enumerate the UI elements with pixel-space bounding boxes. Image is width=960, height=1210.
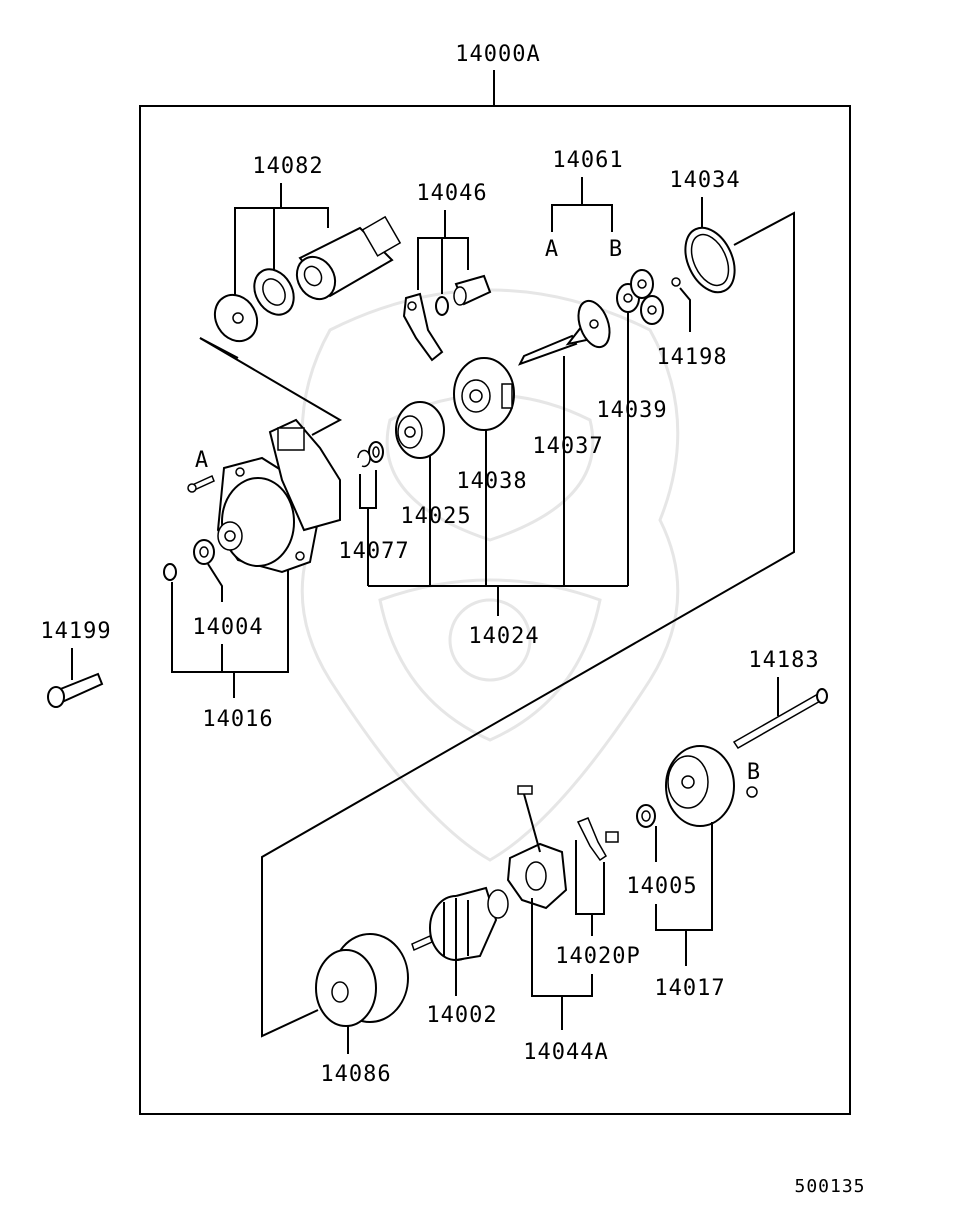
front-bracket-housing: [216, 418, 341, 574]
solenoid-gasket: [253, 268, 295, 316]
label-14037: 14037: [532, 434, 603, 459]
stop-ring-set: [357, 441, 384, 468]
brush-set: [576, 817, 619, 862]
rear-bracket: [665, 745, 735, 827]
armature-group-line: [261, 211, 795, 1038]
solenoid-group-line-b: [199, 337, 343, 436]
solenoid-switch: [295, 215, 402, 301]
armature: [411, 886, 509, 961]
bracket-14017: [655, 822, 713, 931]
solenoid-end-plate: [213, 293, 259, 343]
label-14004: 14004: [192, 615, 263, 640]
figure-code: 500135: [794, 1176, 865, 1197]
lever-holder: [453, 274, 492, 306]
label-14034: 14034: [669, 168, 740, 193]
label-14077: 14077: [338, 539, 409, 564]
overrunning-clutch: [395, 401, 445, 459]
screw-b: [746, 786, 758, 798]
label-14025: 14025: [400, 504, 471, 529]
label-14039: 14039: [596, 398, 667, 423]
bracket-14016: [171, 570, 289, 673]
bracket-14020p: [575, 840, 605, 915]
label-14020p: 14020P: [555, 944, 640, 969]
assembly-frame: [139, 105, 851, 1115]
label-14061-b: B: [609, 237, 623, 262]
steel-ball: [671, 277, 681, 287]
leader-14004: [207, 563, 223, 602]
label-14082: 14082: [252, 154, 323, 179]
label-14199: 14199: [40, 619, 111, 644]
yoke-assembly: [315, 933, 409, 1027]
label-14061-a: A: [545, 237, 559, 262]
lever-spring: [435, 296, 449, 316]
label-14016: 14016: [202, 707, 273, 732]
front-bushing: [193, 539, 215, 565]
leader-14077-bracket: [359, 470, 377, 509]
label-14086: 14086: [320, 1062, 391, 1087]
leader-14198: [679, 287, 691, 332]
brush-holder: [506, 785, 568, 910]
planetary-gears: [616, 269, 664, 325]
bolt-a: [187, 474, 215, 493]
label-14024: 14024: [468, 624, 539, 649]
label-14044a: 14044A: [523, 1040, 608, 1065]
label-14183: 14183: [748, 648, 819, 673]
label-14017: 14017: [654, 976, 725, 1001]
marker-b: B: [747, 760, 761, 785]
label-14046: 14046: [416, 181, 487, 206]
leader-14082-bracket: [234, 207, 329, 300]
leader-14061-bracket: [551, 204, 613, 232]
label-14002: 14002: [426, 1003, 497, 1028]
through-bolt: [732, 688, 828, 749]
label-14061: 14061: [552, 148, 623, 173]
pinion-shaft: [517, 299, 611, 366]
mounting-bolt: [47, 672, 104, 708]
assembly-label: 14000A: [455, 42, 540, 67]
label-14005: 14005: [626, 874, 697, 899]
marker-a: A: [195, 448, 209, 473]
gear-housing: [453, 357, 515, 431]
label-14198: 14198: [656, 345, 727, 370]
o-ring: [163, 563, 177, 581]
rear-bushing: [636, 804, 656, 828]
internal-gear-ring: [684, 226, 736, 294]
label-14038: 14038: [456, 469, 527, 494]
drive-lever: [402, 292, 444, 362]
